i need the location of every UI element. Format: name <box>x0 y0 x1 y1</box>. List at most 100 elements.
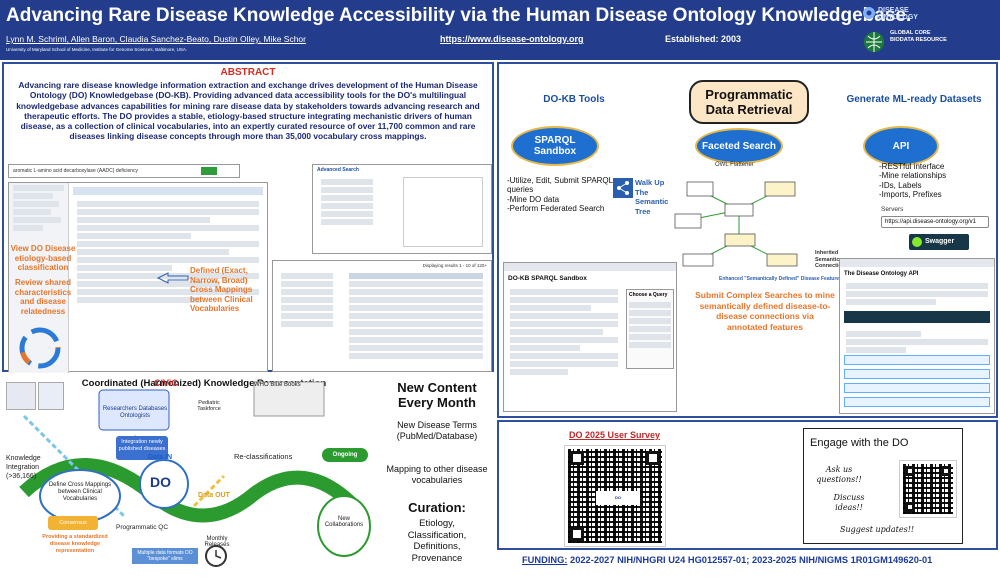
faceted-search-button[interactable]: Faceted Search <box>695 128 783 164</box>
civic-logo: CIViC <box>154 378 178 388</box>
sparql-bullets: -Utilize, Edit, Submit SPARQL queries -M… <box>507 176 613 214</box>
define-mappings-label: Define Cross Mappings between Clinical V… <box>48 482 112 502</box>
review-relatedness-label: Review shared characteristics and diseas… <box>14 278 72 316</box>
programmatic-qc-label: Programmatic QC <box>116 524 169 531</box>
established-date: Established: 2003 <box>665 34 742 44</box>
new-terms-text: New Disease Terms (PubMed/Database) <box>396 420 478 441</box>
sandbox-title: DO-KB SPARQL Sandbox <box>508 275 587 282</box>
new-content-title: New Content Every Month <box>397 380 477 410</box>
search-go-button[interactable] <box>201 167 217 175</box>
view-classification-label: View DO Disease etiology-based classific… <box>10 244 76 272</box>
consensus-badge: Consensus classification <box>48 516 98 540</box>
defined-mappings-label: Defined (Exact, Narrow, Broad) Cross Map… <box>190 266 253 313</box>
sparql-sandbox-button[interactable]: SPARQL Sandbox <box>511 126 599 166</box>
knowledge-integration-label: Knowledge Integration (>36,166) <box>6 455 41 480</box>
knowledge-panel: Coordinated (Harmonized) Knowledge Repre… <box>2 374 494 578</box>
programmatic-retrieval-box: Programmatic Data Retrieval <box>689 80 809 124</box>
disease-ontology-logo-text: DISEASE ONTOLOGY <box>878 7 918 21</box>
monthly-releases-label: Monthly Releases <box>204 536 230 548</box>
owl-flattener-label: OWL Flattener <box>715 162 754 168</box>
researchers-label: Researchers Databases Ontologists <box>102 406 168 419</box>
engage-card: Engage with the DO Ask us questions!! Di… <box>803 428 963 544</box>
knowledge-title: Coordinated (Harmonized) Knowledge Repre… <box>81 378 327 389</box>
choose-query-label: Choose a Query <box>629 292 668 298</box>
vocabulary-logo-2 <box>38 382 64 410</box>
results-count: Displaying results 1 - 10 of 120+ <box>422 263 487 268</box>
formats-badge: Multiple data formats DO "bespoke" slims <box>132 548 198 564</box>
api-button[interactable]: API <box>863 126 939 166</box>
disease-ontology-logo: DISEASE ONTOLOGY <box>862 4 942 24</box>
curation-title: Curation: <box>408 500 466 515</box>
dokb-tools-heading: DO-KB Tools <box>543 94 605 105</box>
authors[interactable]: Lynn M. Schriml, Allen Baron, Claudia Sa… <box>6 34 306 44</box>
ml-datasets-heading: Generate ML-ready Datasets <box>846 94 982 105</box>
abstract-heading: ABSTRACT <box>220 67 276 78</box>
survey-title[interactable]: DO 2025 User Survey <box>569 430 661 440</box>
survey-qr-code[interactable]: DO <box>564 445 666 547</box>
inherited-label: Inherited Semantic Connections <box>815 250 849 269</box>
abstract-panel: ABSTRACT Advancing rare disease knowledg… <box>2 62 494 373</box>
suggest-updates: Suggest updates!! <box>840 525 915 534</box>
term-detail-screenshot <box>8 182 268 373</box>
website-link[interactable]: https://www.disease-ontology.org <box>440 34 584 44</box>
submit-searches-text: Submit Complex Searches to mine semantic… <box>695 290 835 332</box>
semantic-graph <box>674 181 798 267</box>
growth-arrow-path <box>19 458 359 523</box>
poster-title: Advancing Rare Disease Knowledge Accessi… <box>6 5 912 26</box>
term-tree-sidebar <box>9 183 69 373</box>
pediatric-label: Pediatric Taskforce <box>197 400 221 412</box>
federation-icon <box>613 178 633 198</box>
arrow-left-icon <box>156 272 189 284</box>
retrieval-panel: DO-KB Tools Programmatic Data Retrieval … <box>497 62 998 418</box>
data-out-label: Data OUT <box>198 492 230 499</box>
mapping-text: Mapping to other disease vocabularies <box>386 464 488 485</box>
new-collab-label: New Collaborations <box>324 516 364 528</box>
swagger-label: Swagger <box>925 238 955 245</box>
server-select[interactable]: https://api.disease-ontology.org/v1 <box>881 216 989 228</box>
api-docs-screenshot: The Disease Ontology API <box>839 258 995 414</box>
providing-label: Providing a standardized disease knowled… <box>42 534 108 554</box>
ask-questions: Ask us questions!! <box>816 465 862 484</box>
search-bar-screenshot: aromatic L-amino acid decarboxylase (AAD… <box>8 164 240 178</box>
search-query-text: aromatic L-amino acid decarboxylase (AAD… <box>13 168 139 174</box>
term-tabs[interactable] <box>73 187 263 195</box>
walk-tree-label: Walk Up The Semantic Tree <box>635 178 669 216</box>
data-in-label: Data IN <box>148 454 173 461</box>
funding-text: 2022-2027 NIH/NHGRI U24 HG012557-01; 202… <box>570 555 933 565</box>
swagger-badge: Swagger <box>909 234 969 250</box>
who-label: WHO Blue Books <box>254 382 301 388</box>
results-table-screenshot: Displaying results 1 - 10 of 120+ <box>272 260 492 372</box>
advanced-search-screenshot: Advanced Search <box>312 164 492 254</box>
engage-qr-code[interactable] <box>899 460 957 518</box>
header-banner: Advancing Rare Disease Knowledge Accessi… <box>0 0 1000 60</box>
ongoing-growth-badge: Ongoing Growth <box>322 448 368 472</box>
do-logo: DO <box>150 474 171 490</box>
relatedness-cycle-icon <box>19 327 61 369</box>
servers-label: Servers <box>881 206 904 213</box>
curation-list: Etiology, Classification, Definitions, P… <box>407 518 467 564</box>
api-bullets: -RESTful interface -Mine relationships -… <box>879 162 947 200</box>
survey-qr-logo: DO <box>596 491 640 505</box>
funding-line: FUNDING: 2022-2027 NIH/NHGRI U24 HG01255… <box>522 555 932 565</box>
knowledge-flow-diagram <box>19 381 371 567</box>
ontology-tree-icon <box>863 7 875 19</box>
enhanced-label: Enhanced "Semantically Defined" Disease … <box>719 276 842 282</box>
affiliation: University of Maryland School of Medicin… <box>6 47 188 52</box>
api-docs-title: The Disease Ontology API <box>844 271 919 277</box>
swagger-icon <box>912 237 922 247</box>
vocabulary-logo-1 <box>6 382 36 410</box>
gcbr-logo-text: GLOBAL CORE BIODATA RESOURCE <box>890 30 947 43</box>
advanced-search-label: Advanced Search <box>317 167 359 173</box>
integration-new-label: Integration newly published diseases <box>116 436 168 460</box>
reclassifications-label: Re-classifications <box>234 452 293 461</box>
engage-title: Engage with the DO <box>810 437 909 449</box>
globe-icon <box>864 32 884 52</box>
new-collaborations-node <box>317 495 371 557</box>
funding-label: FUNDING: <box>522 555 568 565</box>
sparql-sandbox-screenshot: DO-KB SPARQL Sandbox Choose a Query <box>503 262 677 412</box>
abstract-text: Advancing rare disease knowledge informa… <box>16 80 480 142</box>
discuss-ideas: Discuss ideas!! <box>833 493 865 512</box>
do-hub-node <box>139 459 189 509</box>
gcbr-logo: GLOBAL CORE BIODATA RESOURCE <box>862 28 982 56</box>
